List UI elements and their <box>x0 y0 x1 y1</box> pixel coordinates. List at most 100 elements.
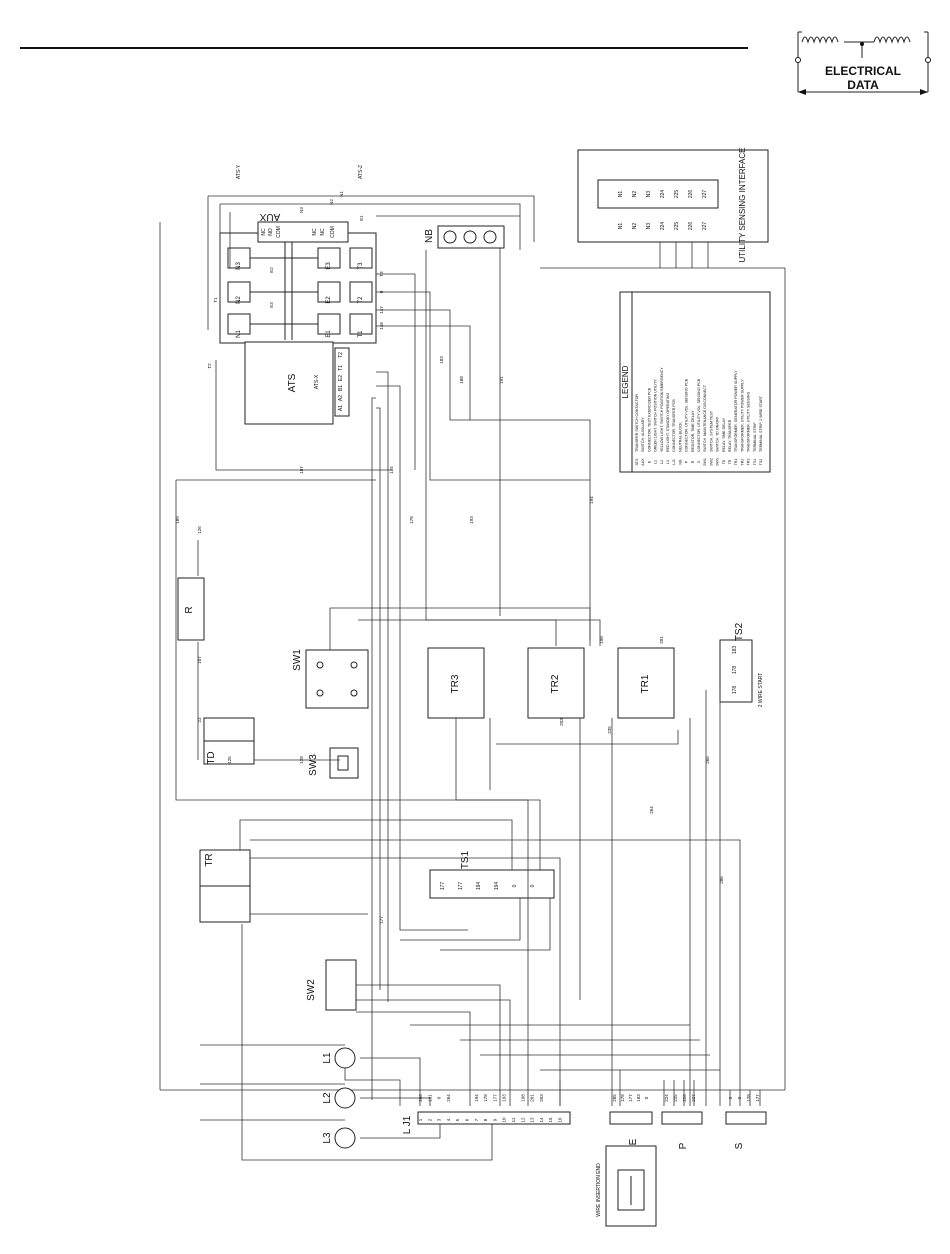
td-relay: TD <box>203 717 255 765</box>
ats-y-label: ATS-Y <box>236 164 242 179</box>
e-label: E <box>628 1138 639 1145</box>
wire-label: 264 <box>649 806 654 814</box>
l3-label: L3 <box>322 1132 333 1144</box>
j1-pin: 11 <box>511 1117 516 1122</box>
aux-label: AUX <box>259 211 280 222</box>
resistor-r: R <box>177 577 205 641</box>
legend-code: SW1 <box>703 458 707 466</box>
legend-code: ATS <box>635 458 639 465</box>
ats-coil-terminal: B1 <box>338 385 344 391</box>
legend-code: L1 <box>654 460 658 464</box>
ats-z-label: ATS-Z <box>358 165 364 179</box>
legend-description: RED LIGHT, STANDBY OPERATING <box>666 392 670 452</box>
td-label: TD <box>206 751 217 764</box>
light-l2: L2 <box>322 1087 356 1109</box>
legend-code: P <box>685 460 689 463</box>
e-wire: 285 <box>612 1094 617 1102</box>
coil-icon <box>801 36 911 58</box>
utility-wire: 224 <box>660 222 666 231</box>
wire-label: 203 <box>559 718 564 726</box>
tr2-transformer: TR2 <box>527 647 585 719</box>
j1-pin: 12 <box>520 1117 525 1123</box>
p-label: P <box>678 1142 689 1149</box>
legend-description: TRANSFER SWITCH CONTACTOR <box>635 394 639 452</box>
legend-description: SWITCH, MAINTENANCE DISCONNECT <box>703 384 707 452</box>
utility-terminal: 226 <box>688 190 694 199</box>
ats-coil-terminal: A2 <box>338 395 344 401</box>
sw2-label: SW2 <box>306 979 317 1001</box>
legend-code: S <box>697 460 701 463</box>
j1-wire: 178 <box>483 1094 488 1102</box>
j1-wire: 264 <box>446 1094 451 1102</box>
wire-label: 266 <box>705 756 710 764</box>
tr1-label: TR1 <box>640 674 651 693</box>
ats-coil-terminal: T1 <box>338 365 344 371</box>
wire-label: T2 <box>207 363 212 369</box>
wire-insertion-inset: WIRE INSERTION END <box>596 1145 657 1227</box>
ats-x-label: ATS-X <box>314 374 320 389</box>
j1-pin: 10 <box>502 1117 507 1123</box>
legend-code: LJ1 <box>672 459 676 465</box>
legend-description: CONNECTOR, UTILITY VOL. SENSING PCB <box>697 378 701 452</box>
ats-load-terminal: E3 <box>326 262 332 270</box>
tr-label: TR <box>204 853 215 866</box>
sw1-switch: SW1 <box>292 649 369 709</box>
j1-pin: 8 <box>483 1118 488 1121</box>
ats-gen-terminal: T1 <box>358 330 364 338</box>
legend-description: TRANSFORMER, GENERATOR POWER SUPPLY <box>734 370 738 452</box>
wire-label: 187 <box>299 466 304 474</box>
j1-wire: 193 <box>502 1094 507 1102</box>
sw3-label: SW3 <box>308 754 319 776</box>
ts1-terminal: 0 <box>512 884 518 887</box>
legend-code: NB <box>678 459 682 465</box>
legend-description: GREEN LIGHT, SWITCH POSITION UTILITY <box>654 379 658 452</box>
sw3-switch: SW3 <box>308 747 359 779</box>
legend-description: RELAY, TRANSFER <box>728 419 732 452</box>
r-label: R <box>184 606 195 613</box>
j1-wire: 194 <box>474 1094 479 1102</box>
legend-code: TR <box>728 459 732 464</box>
utility-label: UTILITY SENSING INTERFACE <box>738 148 747 263</box>
wire-label: 235 <box>607 726 612 734</box>
ats-line-terminal: N1 <box>236 330 242 338</box>
ts1-terminal: 194 <box>476 882 482 891</box>
utility-terminal: N2 <box>632 191 638 198</box>
utility-terminal: 227 <box>702 190 708 199</box>
legend-title: LEGEND <box>621 365 630 398</box>
ts1-label: TS1 <box>460 850 471 869</box>
utility-wire: 226 <box>688 222 694 231</box>
ats-line-terminal: N3 <box>236 262 242 270</box>
utility-wire: 227 <box>702 222 708 231</box>
legend-description: TRANSFORMER, UTILITY POWER SUPPLY <box>740 379 744 452</box>
neutral-block: NB <box>424 225 505 249</box>
sw1-label: SW1 <box>292 649 303 671</box>
wire-label: 125 <box>227 756 232 764</box>
wire-insertion-label: WIRE INSERTION END <box>596 1163 602 1217</box>
wire-label: 23 <box>197 717 202 723</box>
legend-description: CONNECTOR, TRANSFER PCB <box>672 399 676 452</box>
tr2-label: TR2 <box>550 674 561 693</box>
j1-pin: 2 <box>427 1118 432 1121</box>
nb-label: NB <box>424 229 435 243</box>
ats-line-terminal: N2 <box>236 296 242 304</box>
legend-code: L3 <box>666 460 670 464</box>
j1-wire: 203 <box>539 1094 544 1102</box>
legend-description: TRANSFORMER, UTILITY SENSING <box>747 392 751 452</box>
wire-label: 286 <box>719 876 724 884</box>
wire-label: 148 <box>379 322 384 330</box>
tr3-transformer: TR3 <box>427 647 485 719</box>
s-wire: 0 <box>728 1096 733 1099</box>
light-l3: L3 <box>322 1127 356 1149</box>
ats-label: ATS <box>287 373 298 392</box>
legend-code: TS2 <box>759 459 763 466</box>
ats-coil-terminal: A1 <box>338 405 344 411</box>
wire-labels: N1N2N3E1E2E3T1T2T30147148185187189126107… <box>175 191 724 924</box>
tr3-label: TR3 <box>450 674 461 693</box>
wire-start-label: 2 WIRE START <box>758 673 764 708</box>
wire-label: 183 <box>439 356 444 364</box>
electrical-data-badge: ELECTRICAL DATA <box>795 31 931 95</box>
